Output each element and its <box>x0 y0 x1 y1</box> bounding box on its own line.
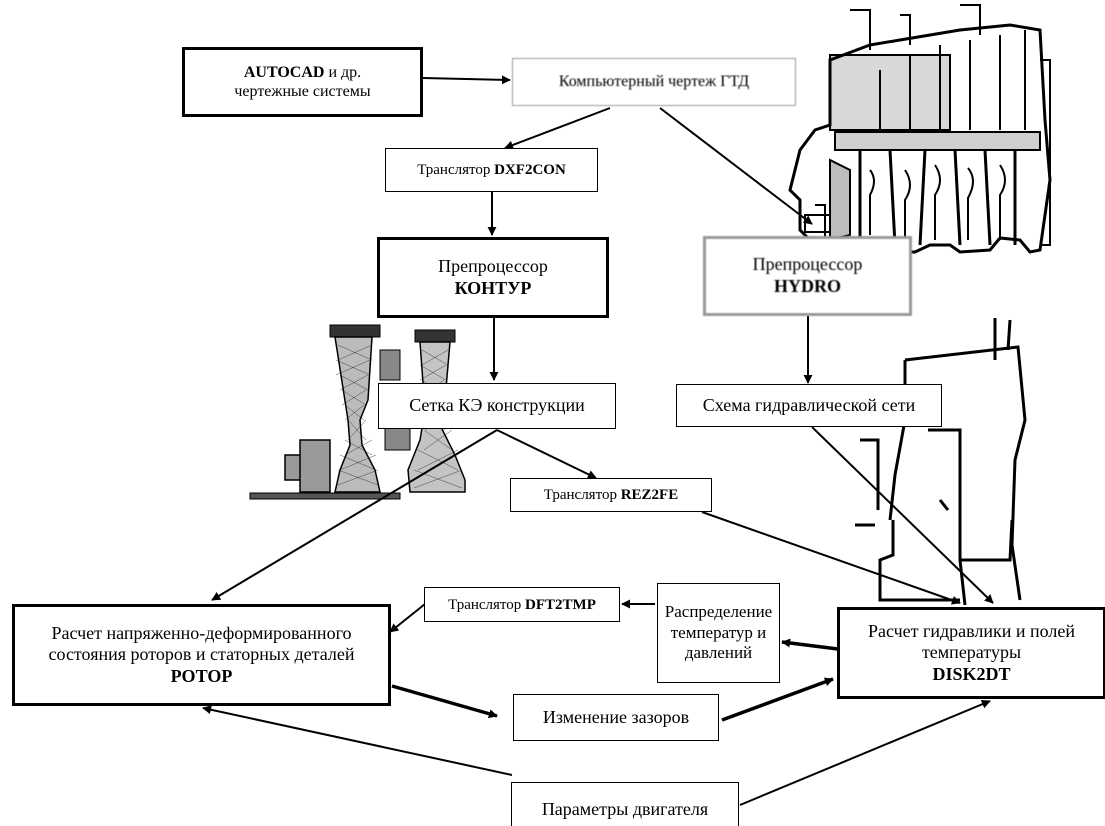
kontur-box: Препроцессор КОНТУР <box>377 237 609 318</box>
arrow-mesh-to-rez <box>496 429 597 479</box>
hydro-line1: Препроцессор <box>752 254 863 275</box>
rez-name: REZ2FE <box>620 487 679 503</box>
rotor-name: РОТОР <box>170 665 233 686</box>
hydraulic-network-drawing-icon <box>855 318 1027 606</box>
params-text: Параметры двигателя <box>541 799 709 820</box>
engine-section-drawing-icon <box>788 4 1052 254</box>
arrow-drawing-to-dxf <box>504 107 611 150</box>
rez-prefix: Транслятор <box>543 487 621 503</box>
disk-box: Расчет гидравлики и полей температуры DI… <box>837 607 1105 699</box>
autocad-line2: чертежные системы <box>234 83 371 100</box>
mesh-text: Сетка КЭ конструкции <box>409 395 585 416</box>
arrow-mesh-to-rotor <box>211 429 498 601</box>
disk-name: DISK2DT <box>932 663 1011 684</box>
hydraulic-net-box: Схема гидравлической сети <box>676 384 942 427</box>
arrow-drawing-to-hydro <box>659 107 813 225</box>
dxf-prefix: Транслятор <box>417 162 495 178</box>
arrow-params-to-disk <box>739 699 991 806</box>
distribution-box: Распределение температур и давлений <box>657 583 780 683</box>
distrib-line3: давлений <box>684 643 753 663</box>
arrow-hydnet-to-disk <box>811 426 994 604</box>
autocad-box: AUTOCAD и др. чертежные системы <box>182 47 423 117</box>
dft-translator-box: Транслятор DFT2TMP <box>424 587 620 622</box>
params-box: Параметры двигателя <box>511 782 739 826</box>
arrow-dft-to-rotor <box>389 603 426 633</box>
mesh-box: Сетка КЭ конструкции <box>378 383 616 429</box>
hydro-name: HYDRO <box>774 276 841 296</box>
arrow-gaps-to-disk <box>721 677 834 722</box>
arrow-rotor-to-gaps <box>391 684 498 719</box>
autocad-rest: и др. <box>324 63 362 81</box>
gaps-box: Изменение зазоров <box>513 694 719 741</box>
dft-prefix: Транслятор <box>448 596 526 613</box>
arrow-params-to-rotor <box>202 705 513 776</box>
kontur-line1: Препроцессор <box>438 255 548 276</box>
drawing-box: Компьютерный чертеж ГТД <box>512 58 796 106</box>
arrow-autocad-to-drawing <box>422 75 511 85</box>
arrow-rez-to-disk <box>701 511 961 605</box>
dxf-name: DXF2CON <box>494 162 566 178</box>
rotor-line2: состояния роторов и статорных деталей <box>48 644 355 665</box>
distrib-line1: Распределение <box>664 602 773 622</box>
gaps-text: Изменение зазоров <box>542 706 690 727</box>
rez-translator-box: Транслятор REZ2FE <box>510 478 712 512</box>
drawing-text: Компьютерный чертеж ГТД <box>558 73 750 91</box>
rotor-box: Расчет напряженно-деформированного состо… <box>12 604 391 706</box>
disk-line1: Расчет гидравлики и полей <box>867 620 1076 641</box>
distrib-line2: температур и <box>670 622 767 642</box>
kontur-name: КОНТУР <box>454 277 532 298</box>
hydnet-text: Схема гидравлической сети <box>702 394 916 415</box>
dft-name: DFT2TMP <box>525 596 596 613</box>
disk-line2: температуры <box>921 642 1022 663</box>
arrow-disk-to-distrib <box>781 638 839 651</box>
dxf-translator-box: Транслятор DXF2CON <box>385 148 598 192</box>
autocad-label: AUTOCAD <box>243 63 325 81</box>
hydro-box: Препроцессор HYDRO <box>703 236 912 316</box>
rotor-line1: Расчет напряженно-деформированного <box>51 622 352 643</box>
